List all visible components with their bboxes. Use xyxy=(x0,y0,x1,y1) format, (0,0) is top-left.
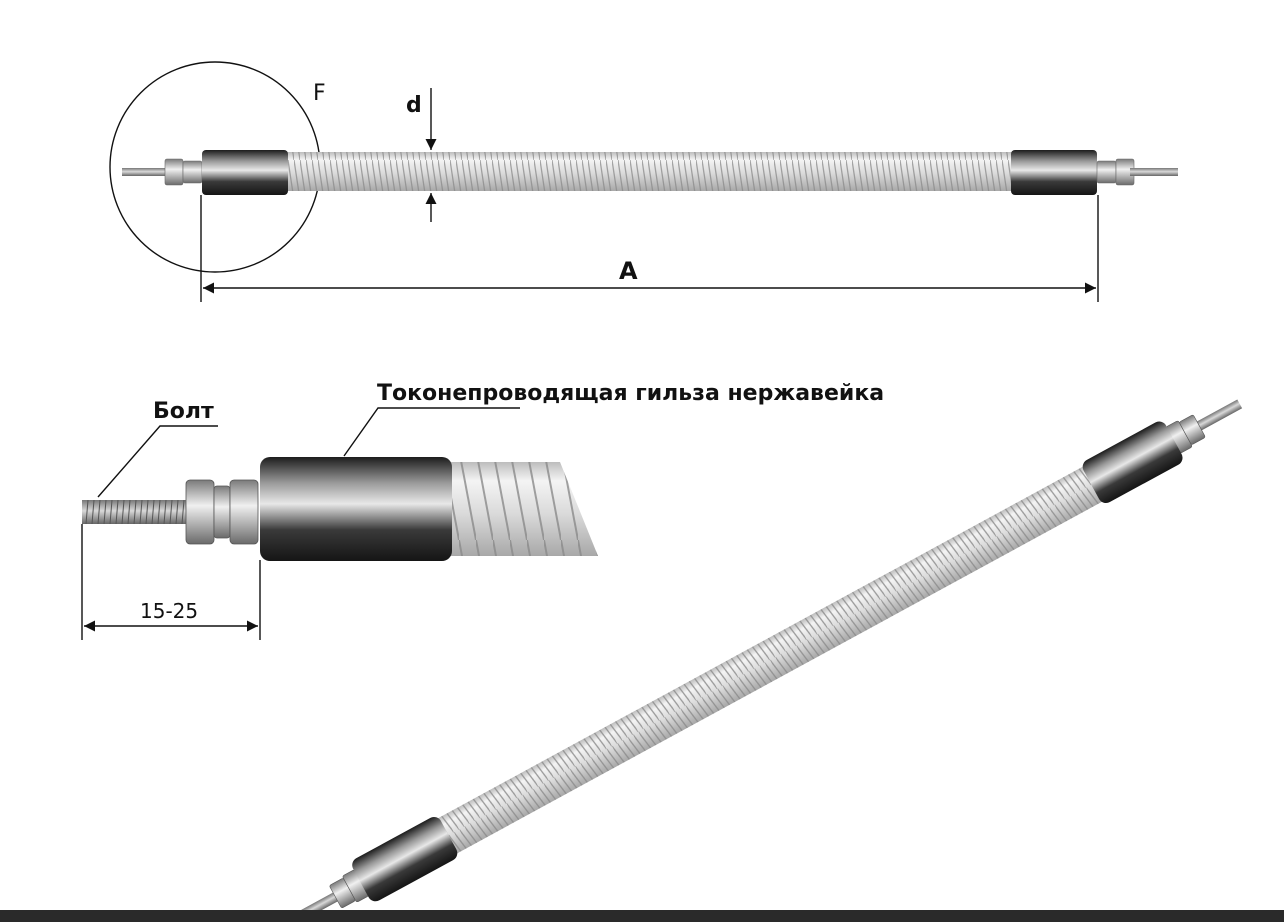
diag-nut-right-2 xyxy=(1179,414,1206,445)
left-rod xyxy=(122,168,170,176)
detail-sleeve xyxy=(260,457,452,561)
top-heater-drawing: F d A xyxy=(109,61,1178,302)
detail-nut-1 xyxy=(185,479,215,545)
diag-spiral xyxy=(426,460,1114,860)
heater-spiral xyxy=(282,152,1017,191)
bottom-bar xyxy=(0,910,1284,922)
right-sleeve xyxy=(1011,150,1097,195)
detail-view: Болт Токонепроводящая гильза нержавейка … xyxy=(81,381,884,640)
diag-sleeve-left xyxy=(352,816,458,902)
detail-label: F xyxy=(313,81,326,106)
bolt-leader xyxy=(97,425,218,498)
sleeve-leader xyxy=(343,407,520,457)
detail-washer xyxy=(213,485,231,539)
bolt-length-label: 15-25 xyxy=(140,599,198,623)
left-sleeve xyxy=(202,150,288,195)
detail-spiral xyxy=(440,462,598,556)
detail-nut-2 xyxy=(229,479,259,545)
right-washer xyxy=(1096,160,1117,184)
left-nut xyxy=(164,158,184,186)
diameter-label: d xyxy=(406,93,422,118)
diag-sleeve-right xyxy=(1082,421,1183,504)
bolt-rod xyxy=(82,500,194,524)
left-washer xyxy=(182,160,203,184)
right-rod xyxy=(1130,168,1178,176)
bolt-label: Болт xyxy=(153,399,214,424)
length-label: A xyxy=(619,257,638,285)
bolt-threads xyxy=(85,499,185,525)
sleeve-label: Токонепроводящая гильза нержавейка xyxy=(377,381,884,406)
